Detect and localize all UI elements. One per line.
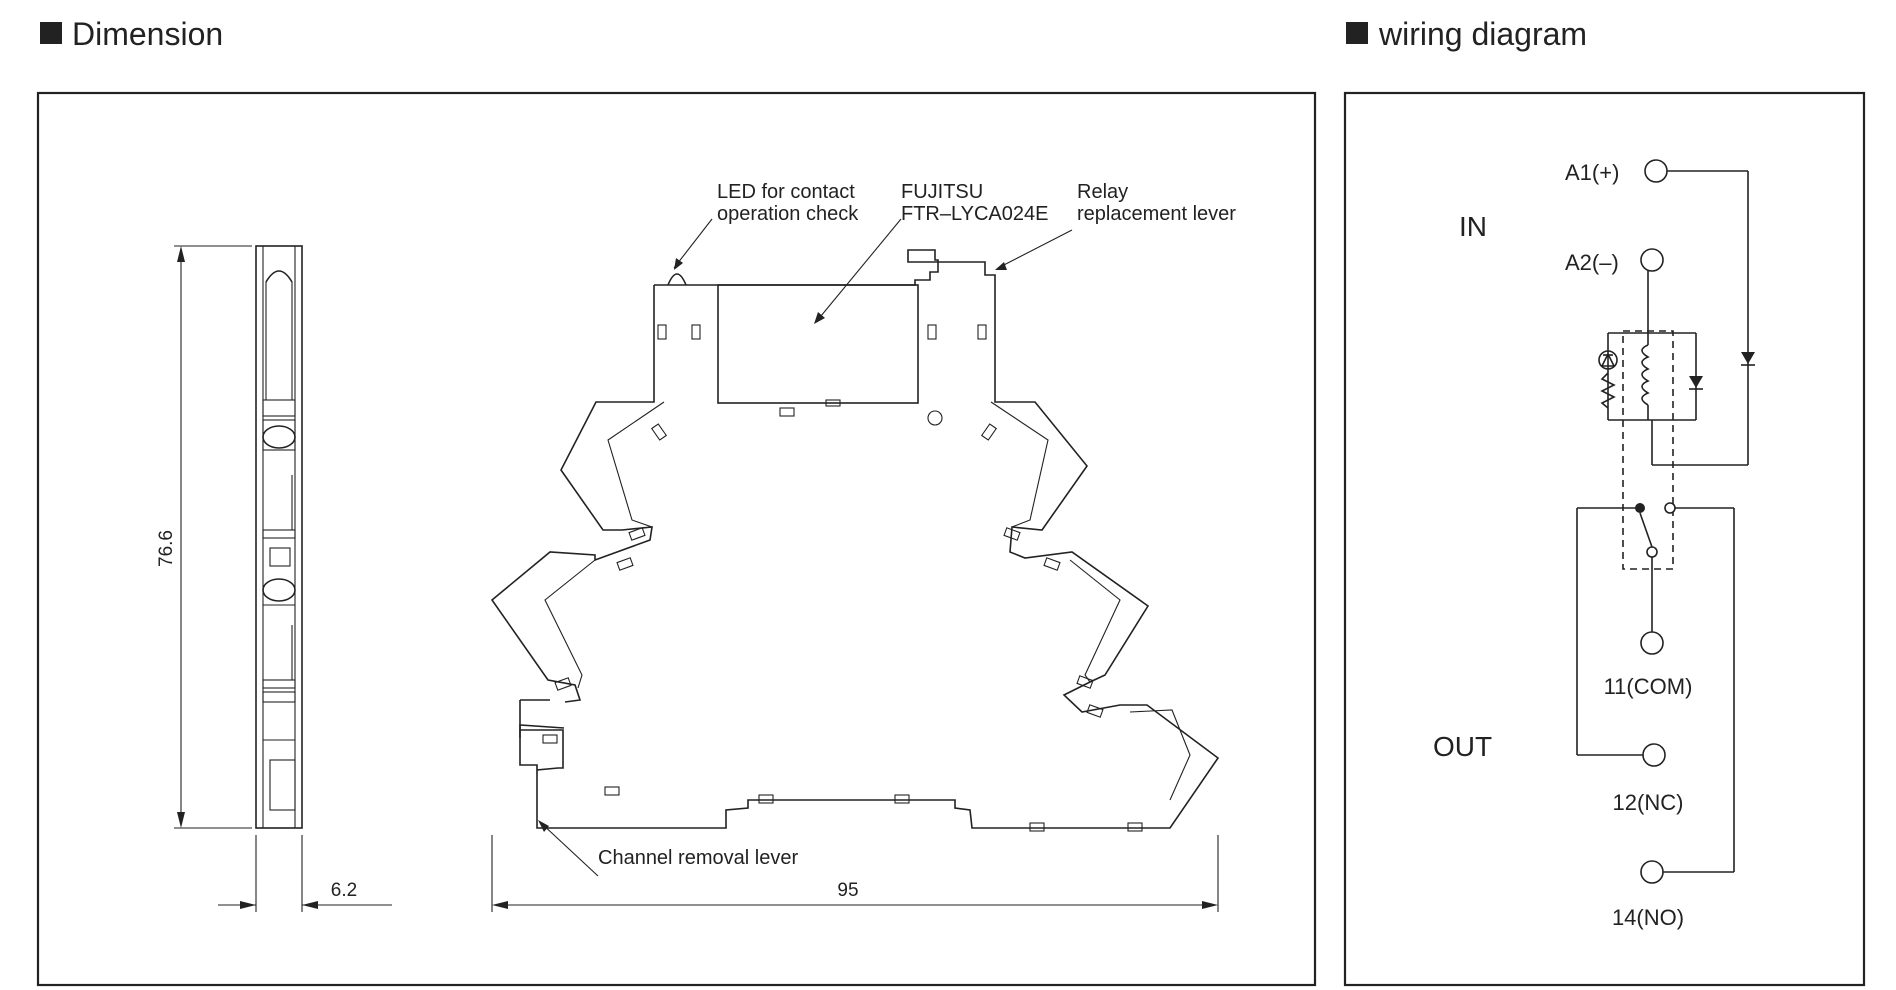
channel-lever-label: Channel removal lever xyxy=(598,847,798,869)
wiring-frame xyxy=(1343,91,1866,987)
relay-model-line1: FUJITSU xyxy=(901,181,983,203)
height-dimension xyxy=(174,245,252,829)
dimension-title: Dimension xyxy=(72,16,223,52)
terminal-a1 xyxy=(1644,159,1668,183)
terminal-nc-label: 12(NC) xyxy=(1613,790,1684,815)
callout-leaders xyxy=(538,218,1073,877)
relay-lever-line1: Relay xyxy=(1077,181,1128,203)
terminal-nc xyxy=(1642,743,1666,767)
relay-lever-line2: replacement lever xyxy=(1077,203,1236,225)
height-label: 76.6 xyxy=(156,530,177,567)
in-label: IN xyxy=(1459,211,1487,242)
terminal-com xyxy=(1640,631,1664,655)
terminal-com-label: 11(COM) xyxy=(1604,674,1693,699)
terminal-a1-label: A1(+) xyxy=(1565,160,1619,185)
terminal-a2-label: A2(–) xyxy=(1565,250,1619,275)
section-marker-icon xyxy=(1346,22,1368,44)
led-label-line1: LED for contact xyxy=(717,181,855,203)
relay-model-line2: FTR–LYCA024E xyxy=(901,203,1048,225)
led-label-line2: operation check xyxy=(717,203,859,225)
terminal-no-label: 14(NO) xyxy=(1612,905,1684,930)
terminal-a2 xyxy=(1640,248,1664,272)
wiring-title: wiring diagram xyxy=(1378,16,1587,52)
section-marker-icon xyxy=(40,22,62,44)
out-label: OUT xyxy=(1433,731,1492,762)
width-dimension xyxy=(218,835,392,912)
dimension-frame xyxy=(36,91,1317,987)
wiring-lines xyxy=(1576,170,1755,873)
length-label: 95 xyxy=(837,880,858,901)
front-view xyxy=(490,249,1220,832)
length-dimension xyxy=(491,835,1219,912)
terminal-no xyxy=(1640,860,1664,884)
width-label: 6.2 xyxy=(331,880,357,901)
side-view xyxy=(255,245,303,829)
